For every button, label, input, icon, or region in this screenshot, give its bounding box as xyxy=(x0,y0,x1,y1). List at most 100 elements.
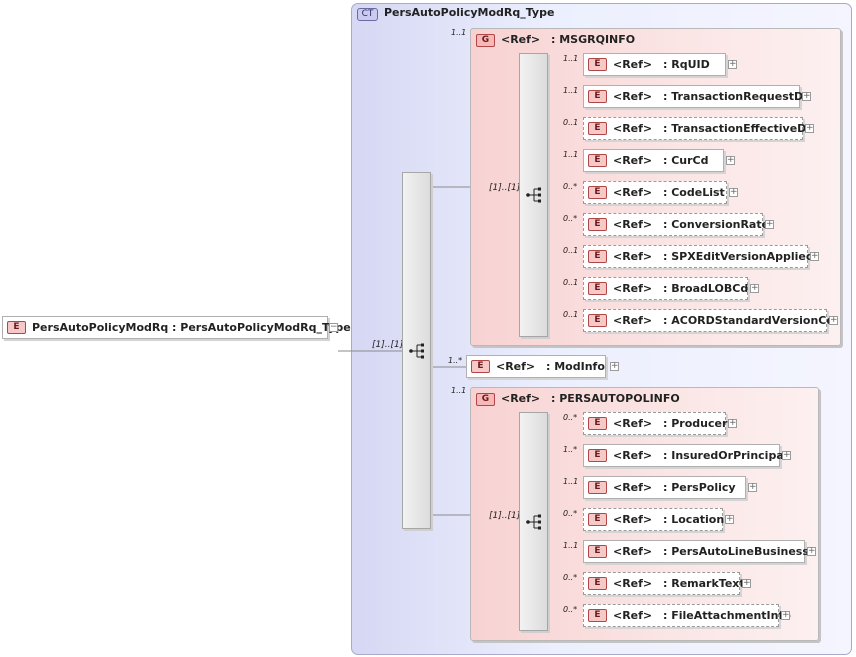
expand-button[interactable]: + xyxy=(750,283,759,293)
sequence-icon xyxy=(526,187,541,203)
element-curcd[interactable]: E<Ref>: CurCd xyxy=(583,149,724,172)
element-location[interactable]: E<Ref>: Location xyxy=(583,508,724,531)
element-ref: <Ref> xyxy=(613,90,653,103)
element-cardinality: 0..* xyxy=(563,573,578,582)
group-ref: <Ref> xyxy=(501,392,541,405)
element-name: : TransactionRequestDt xyxy=(663,90,809,103)
element-ref: <Ref> xyxy=(613,481,653,494)
element-cardinality: 1..1 xyxy=(563,54,579,63)
element-cardinality: 0..1 xyxy=(563,118,579,127)
element-transactioneffectivedt[interactable]: E <Ref> : TransactionEffectiveDt xyxy=(583,117,812,140)
sequence-icon xyxy=(409,343,424,359)
element-spxeditversionapplied[interactable]: E<Ref>: SPXEditVersionApplied xyxy=(583,245,814,268)
root-element[interactable]: E PersAutoPolicyModRq : PersAutoPolicyMo… xyxy=(2,316,351,339)
group-cardinality: 1..1 xyxy=(451,386,467,395)
element-cardinality: 0..* xyxy=(563,182,578,191)
group-cardinality: 1..1 xyxy=(451,28,467,37)
element-persautolinebusiness[interactable]: E<Ref>: PersAutoLineBusiness xyxy=(583,540,809,563)
expand-button[interactable]: + xyxy=(728,59,737,69)
expand-button[interactable]: + xyxy=(807,546,816,556)
element-badge: E xyxy=(588,122,607,135)
element-acordstandardversioncd[interactable]: E<Ref>: ACORDStandardVersionCd xyxy=(583,309,834,332)
element-cardinality: 1..1 xyxy=(563,541,579,550)
element-name: : TransactionEffectiveDt xyxy=(663,122,812,135)
element-ref: <Ref> xyxy=(613,314,653,327)
element-rquid[interactable]: E<Ref>: RqUID xyxy=(583,53,726,76)
element-badge: E xyxy=(588,513,607,526)
element-name: : CodeList xyxy=(663,186,725,199)
expand-button[interactable]: + xyxy=(829,315,838,325)
element-cardinality: 1..1 xyxy=(563,86,579,95)
expand-button[interactable]: + xyxy=(782,450,791,460)
element-badge: E xyxy=(588,154,607,167)
element-transactionrequestdt[interactable]: E <Ref> : TransactionRequestDt xyxy=(583,85,808,108)
expand-button[interactable]: + xyxy=(726,155,735,165)
complex-type-title: PersAutoPolicyModRq_Type xyxy=(384,6,555,19)
element-name: : ACORDStandardVersionCd xyxy=(663,314,835,327)
element-badge: E xyxy=(588,90,607,103)
element-name: : FileAttachmentInfo xyxy=(663,609,791,622)
expand-button[interactable]: + xyxy=(610,361,619,371)
element-badge: E xyxy=(7,321,26,334)
group-badge: G xyxy=(476,34,495,47)
expand-button[interactable]: + xyxy=(802,91,811,101)
element-perspolicy[interactable]: E <Ref> : PersPolicy xyxy=(583,476,746,499)
element-cardinality: 1..1 xyxy=(563,150,579,159)
element-producer[interactable]: E <Ref> : Producer xyxy=(583,412,727,435)
element-badge: E xyxy=(588,577,607,590)
element-cardinality: 1..* xyxy=(563,445,578,454)
element-badge: E xyxy=(588,186,607,199)
element-cardinality: 0..* xyxy=(563,605,578,614)
element-name: : SPXEditVersionApplied xyxy=(663,250,814,263)
expand-button[interactable]: + xyxy=(742,578,751,588)
group-ref: <Ref> xyxy=(501,33,541,46)
element-cardinality: 0..* xyxy=(563,509,578,518)
element-name: : RqUID xyxy=(663,58,710,71)
element-name: : InsuredOrPrincipal xyxy=(663,449,788,462)
element-name: : CurCd xyxy=(663,154,709,167)
expand-button[interactable]: + xyxy=(728,418,737,428)
element-badge: E xyxy=(588,417,607,430)
element-ref: <Ref> xyxy=(613,449,653,462)
element-ref: <Ref> xyxy=(613,545,653,558)
expand-button[interactable]: + xyxy=(805,123,814,133)
element-ref: <Ref> xyxy=(613,122,653,135)
element-name: : Producer xyxy=(663,417,728,430)
element-remarktext[interactable]: E<Ref>: RemarkText xyxy=(583,572,745,595)
element-broadlobcd[interactable]: E <Ref> : BroadLOBCd xyxy=(583,277,748,300)
element-insuredorprincipal[interactable]: E <Ref> : InsuredOrPrincipal xyxy=(583,444,788,467)
root-element-label: PersAutoPolicyModRq : PersAutoPolicyModR… xyxy=(32,321,351,334)
group-sequence-cardinality: [1]..[1] xyxy=(489,183,521,193)
expand-button[interactable]: + xyxy=(725,514,734,524)
element-name: : PersPolicy xyxy=(663,481,736,494)
element-conversionrate[interactable]: E<Ref>: ConversionRate xyxy=(583,213,769,236)
expand-button[interactable]: + xyxy=(748,482,757,492)
group-sequence-cardinality: [1]..[1] xyxy=(489,511,521,521)
element-badge: E xyxy=(588,481,607,494)
element-modinfo[interactable]: E <Ref> : ModInfo xyxy=(466,355,606,378)
element-fileattachmentinfo[interactable]: E<Ref>: FileAttachmentInfo xyxy=(583,604,791,627)
group-name: : MSGRQINFO xyxy=(551,33,636,46)
element-ref: <Ref> xyxy=(613,609,653,622)
complex-type-badge: CT xyxy=(357,8,378,21)
element-codelist[interactable]: E <Ref> : CodeList xyxy=(583,181,727,204)
element-cardinality: 0..1 xyxy=(563,310,579,319)
element-ref: <Ref> xyxy=(613,282,653,295)
group-name: : PERSAUTOPOLINFO xyxy=(551,392,680,405)
modinfo-cardinality: 1..* xyxy=(448,356,463,365)
element-badge: E xyxy=(471,360,490,373)
expand-button[interactable]: + xyxy=(765,219,774,229)
expand-button[interactable]: + xyxy=(810,251,819,261)
element-name: : ModInfo xyxy=(546,360,605,373)
element-ref: <Ref> xyxy=(613,58,653,71)
expand-button[interactable]: + xyxy=(729,187,738,197)
expand-button[interactable]: + xyxy=(781,610,790,620)
element-badge: E xyxy=(588,449,607,462)
element-ref: <Ref> xyxy=(613,417,653,430)
element-badge: E xyxy=(588,282,607,295)
element-ref: <Ref> xyxy=(613,186,653,199)
sequence-icon xyxy=(526,514,541,530)
collapse-button[interactable]: − xyxy=(329,322,338,332)
element-name: : BroadLOBCd xyxy=(663,282,749,295)
element-ref: <Ref> xyxy=(613,577,653,590)
